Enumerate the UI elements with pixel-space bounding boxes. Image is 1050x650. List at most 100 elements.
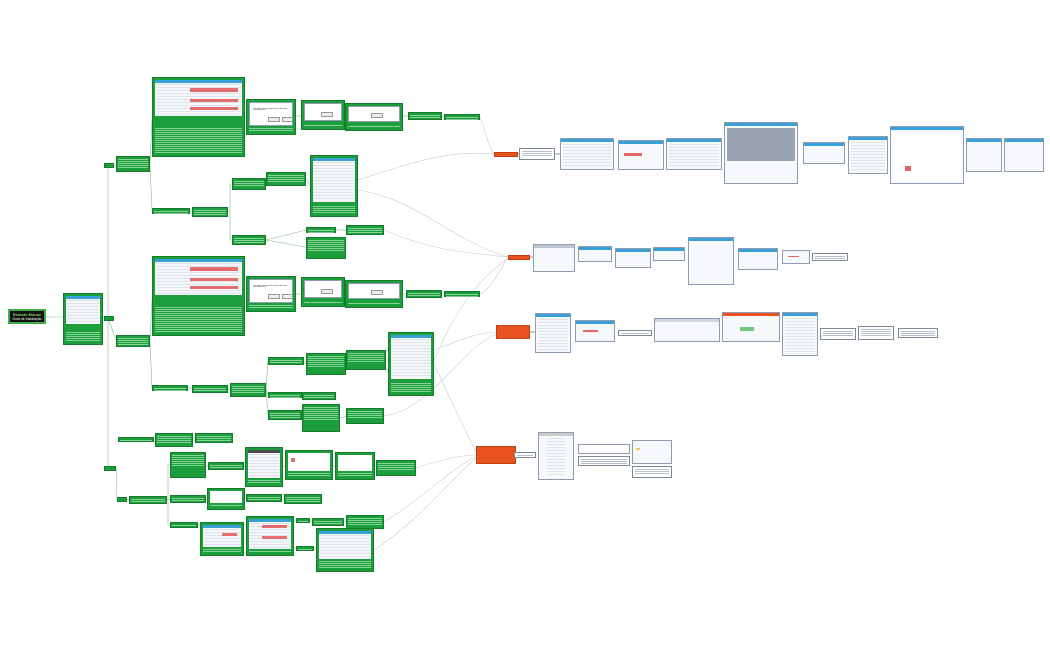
r4-shot-2[interactable] bbox=[632, 440, 672, 464]
top-followup-text[interactable] bbox=[152, 208, 190, 214]
r2-shot-5[interactable] bbox=[688, 237, 734, 285]
branch-windows[interactable] bbox=[104, 163, 114, 168]
uac-dialog-node-1[interactable]: Você permite que este aplicativo faça al… bbox=[246, 99, 296, 135]
bot-phone-shot-2[interactable] bbox=[285, 450, 333, 480]
sub-a-4[interactable] bbox=[232, 235, 266, 245]
install-dialog-node-2[interactable] bbox=[301, 277, 345, 307]
complete-dialog-node-2[interactable] bbox=[345, 280, 403, 308]
bot-11[interactable] bbox=[170, 522, 198, 528]
r1-shot-7[interactable] bbox=[890, 126, 964, 184]
bot-1[interactable] bbox=[118, 437, 154, 442]
top-intro-text[interactable] bbox=[116, 156, 150, 172]
mid-followup-text[interactable] bbox=[152, 385, 188, 391]
bot-6[interactable] bbox=[208, 462, 244, 470]
r4-phone-shot[interactable] bbox=[538, 432, 574, 480]
r2-shot-4[interactable] bbox=[653, 247, 685, 261]
bot-10[interactable] bbox=[284, 494, 322, 504]
sub-b-4[interactable] bbox=[306, 353, 346, 375]
orange-hub-3[interactable] bbox=[496, 325, 530, 339]
bot-list-shot[interactable] bbox=[316, 528, 374, 572]
r1-shot-2[interactable] bbox=[618, 140, 664, 170]
complete-dialog-2-ok[interactable] bbox=[371, 290, 383, 295]
mid-step-a[interactable] bbox=[406, 290, 442, 298]
r3-note-3[interactable] bbox=[858, 326, 894, 340]
r2-shot-7[interactable] bbox=[782, 250, 810, 264]
r3-shot-4[interactable] bbox=[722, 312, 780, 342]
bot-file-shot[interactable] bbox=[200, 522, 244, 556]
sub-b-9[interactable] bbox=[302, 404, 340, 432]
bot-phone-shot-1[interactable] bbox=[245, 447, 283, 487]
bot-phone-shot-3[interactable] bbox=[335, 452, 375, 480]
sub-b-10[interactable] bbox=[346, 408, 384, 424]
r2-shot-6[interactable] bbox=[738, 248, 778, 270]
bot-phone-shot-4[interactable] bbox=[207, 488, 245, 510]
sub-a-6[interactable] bbox=[306, 237, 346, 259]
install-dialog-1-ok[interactable] bbox=[321, 112, 333, 117]
r3-note-1[interactable] bbox=[618, 330, 652, 336]
bot-8[interactable] bbox=[170, 495, 206, 503]
orange-hub-4[interactable] bbox=[476, 446, 516, 464]
orange-hub-2[interactable] bbox=[508, 255, 530, 260]
uac-yes-button[interactable] bbox=[268, 117, 280, 122]
r3-note-4[interactable] bbox=[898, 328, 938, 338]
sub-a-3[interactable] bbox=[266, 172, 306, 186]
sub-b-1[interactable] bbox=[192, 385, 228, 393]
mid-intro-text[interactable] bbox=[116, 335, 150, 347]
uac-no-button-2[interactable] bbox=[282, 294, 292, 299]
bot-7[interactable] bbox=[376, 460, 416, 476]
r1-shot-6[interactable] bbox=[848, 136, 888, 174]
uac-yes-button-2[interactable] bbox=[268, 294, 280, 299]
r3-shot-5[interactable] bbox=[782, 312, 818, 356]
bot-14[interactable] bbox=[346, 515, 384, 529]
bot-5[interactable] bbox=[170, 452, 206, 478]
branch-mobile-2[interactable] bbox=[117, 497, 127, 502]
r2-shot-3[interactable] bbox=[615, 248, 651, 268]
r3-note-2[interactable] bbox=[820, 328, 856, 340]
bot-4[interactable] bbox=[129, 496, 167, 504]
r1-shot-8[interactable] bbox=[966, 138, 1002, 172]
r1-shot-1[interactable] bbox=[560, 138, 614, 170]
sub-b-8[interactable] bbox=[268, 410, 302, 420]
top-table-screenshot[interactable] bbox=[152, 77, 245, 157]
branch-mobile[interactable] bbox=[104, 466, 116, 471]
r4-note-2[interactable] bbox=[578, 456, 630, 466]
sub-b-2[interactable] bbox=[230, 383, 266, 397]
mid-table-screenshot[interactable] bbox=[152, 256, 245, 336]
root-node[interactable]: Remote Mouse Guia de Instalação bbox=[8, 309, 46, 324]
r1-shot-4[interactable] bbox=[724, 122, 798, 184]
complete-dialog-node-1[interactable] bbox=[345, 103, 403, 131]
r3-shot-1[interactable] bbox=[535, 313, 571, 353]
bot-9[interactable] bbox=[246, 494, 282, 502]
complete-dialog-1-ok[interactable] bbox=[371, 113, 383, 118]
r3-shot-3[interactable] bbox=[654, 318, 720, 342]
sub-a-7[interactable] bbox=[346, 225, 384, 235]
r2-shot-1[interactable] bbox=[533, 244, 575, 272]
bot-3[interactable] bbox=[195, 433, 233, 443]
bot-12[interactable] bbox=[296, 518, 310, 523]
bot-13[interactable] bbox=[312, 518, 344, 526]
sub-a-5[interactable] bbox=[306, 227, 336, 233]
r2-note[interactable] bbox=[812, 253, 848, 261]
sub-b-7[interactable] bbox=[302, 392, 336, 400]
top-step-a[interactable] bbox=[408, 112, 442, 120]
sub-a-settings-shot[interactable] bbox=[310, 155, 358, 217]
r4-note-1[interactable] bbox=[514, 452, 536, 458]
top-step-b[interactable] bbox=[444, 114, 480, 120]
install-dialog-node-1[interactable] bbox=[301, 100, 345, 130]
mid-step-b[interactable] bbox=[444, 291, 480, 297]
r4-note-3[interactable] bbox=[632, 466, 672, 478]
r1-shot-3[interactable] bbox=[666, 138, 722, 170]
hub1-note[interactable] bbox=[519, 148, 555, 160]
intro-screenshot-node[interactable] bbox=[63, 293, 103, 345]
r1-shot-5[interactable] bbox=[803, 142, 845, 164]
r1-shot-9[interactable] bbox=[1004, 138, 1044, 172]
branch-windows-2[interactable] bbox=[104, 316, 114, 321]
sub-b-5[interactable] bbox=[346, 350, 386, 370]
r2-shot-2[interactable] bbox=[578, 246, 612, 262]
sub-b-3[interactable] bbox=[268, 357, 304, 365]
uac-no-button[interactable] bbox=[282, 117, 292, 122]
r3-shot-2[interactable] bbox=[575, 320, 615, 342]
sub-b-6[interactable] bbox=[268, 392, 302, 398]
uac-dialog-node-2[interactable]: Você permite que este aplicativo faça al… bbox=[246, 276, 296, 312]
sub-b-settings-shot[interactable] bbox=[388, 332, 434, 396]
